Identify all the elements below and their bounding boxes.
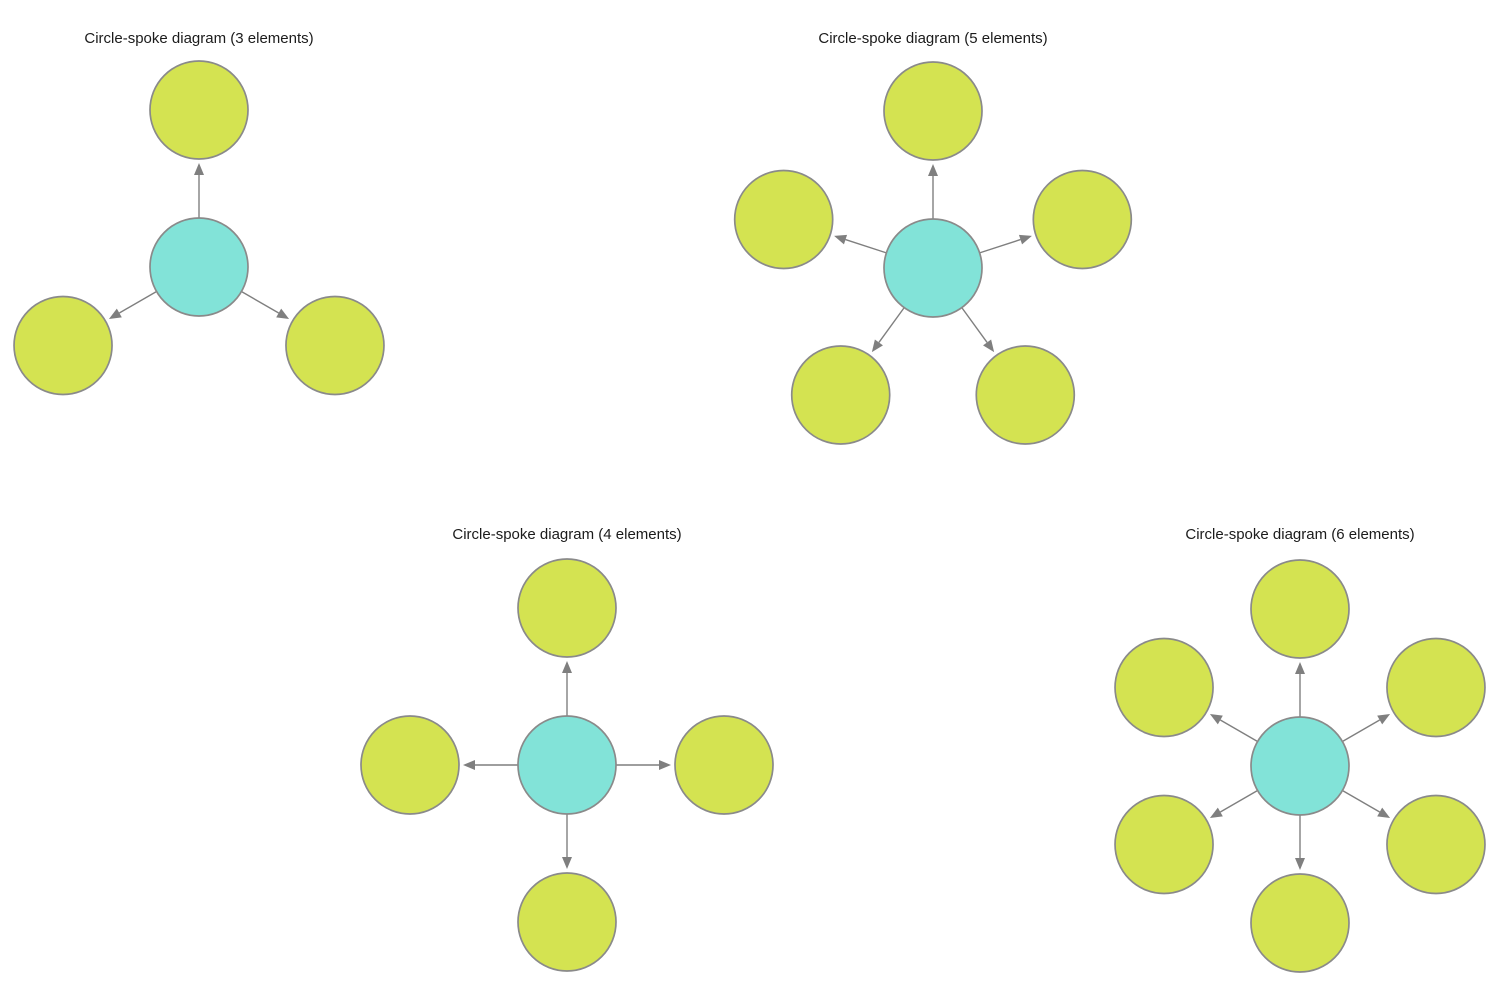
circle-spoke-5-elements: Circle-spoke diagram (5 elements)	[733, 30, 1133, 445]
spoke-arrow-head	[108, 308, 122, 319]
circle-spoke-3-elements: Circle-spoke diagram (3 elements)	[13, 30, 385, 396]
spoke-circle	[1250, 559, 1350, 659]
spoke-arrow-line	[845, 238, 887, 254]
diagram-title: Circle-spoke diagram (4 elements)	[452, 526, 681, 543]
spoke-arrow-line	[1342, 789, 1381, 813]
spoke-circle	[975, 345, 1076, 445]
spoke-circle	[13, 295, 113, 396]
spoke-arrow-head	[928, 164, 938, 176]
spoke-arrow-head	[1377, 714, 1391, 725]
diagram-title: Circle-spoke diagram (3 elements)	[84, 30, 313, 47]
spoke-arrow-head	[276, 308, 290, 319]
circle-spoke-6-elements: Circle-spoke diagram (6 elements)	[1114, 526, 1486, 973]
spoke-arrow-head	[1377, 807, 1391, 818]
spoke-arrow-line	[1219, 719, 1258, 743]
spoke-arrow-line	[878, 307, 905, 343]
spoke-circle	[517, 872, 617, 972]
spoke-circle	[1386, 637, 1486, 738]
spoke-circle	[1114, 637, 1214, 738]
spoke-arrow-head	[194, 163, 204, 175]
hub-circle	[149, 217, 249, 317]
spoke-arrow-line	[979, 238, 1021, 254]
spoke-arrow-head	[562, 661, 572, 673]
spoke-arrow-head	[1295, 662, 1305, 674]
spoke-arrow-head	[1295, 858, 1305, 870]
spoke-circle	[360, 715, 460, 815]
spoke-arrow-line	[1219, 789, 1258, 813]
spoke-circle	[883, 61, 983, 161]
spoke-arrow-head	[983, 339, 995, 353]
hub-circle	[1250, 716, 1350, 816]
diagram-title: Circle-spoke diagram (5 elements)	[818, 30, 1047, 47]
spoke-arrow-head	[834, 234, 848, 245]
spoke-arrow-head	[659, 760, 671, 770]
circle-spoke-4-elements: Circle-spoke diagram (4 elements)	[360, 526, 774, 972]
spoke-arrow-line	[1342, 719, 1381, 743]
spoke-arrow-head	[1209, 714, 1223, 725]
diagram-title: Circle-spoke diagram (6 elements)	[1185, 526, 1414, 543]
spoke-circle	[517, 558, 617, 658]
spoke-circle	[1114, 794, 1214, 895]
spoke-circle	[149, 60, 249, 160]
spoke-circle	[790, 345, 891, 445]
spoke-arrow-head	[463, 760, 475, 770]
spoke-arrow-line	[241, 290, 280, 314]
spoke-circle	[674, 715, 774, 815]
spoke-arrow-head	[1018, 234, 1032, 245]
spoke-arrow-line	[118, 290, 157, 314]
spoke-circle	[1032, 169, 1133, 270]
spoke-circle	[285, 295, 385, 396]
hub-circle	[517, 715, 617, 815]
hub-circle	[883, 218, 983, 318]
spoke-circle	[1386, 794, 1486, 895]
spoke-arrow-head	[562, 857, 572, 869]
spoke-arrow-head	[871, 339, 883, 353]
spoke-circle	[1250, 873, 1350, 973]
spoke-arrow-head	[1209, 807, 1223, 818]
spoke-arrow-line	[961, 307, 988, 343]
spoke-circle	[733, 169, 834, 270]
